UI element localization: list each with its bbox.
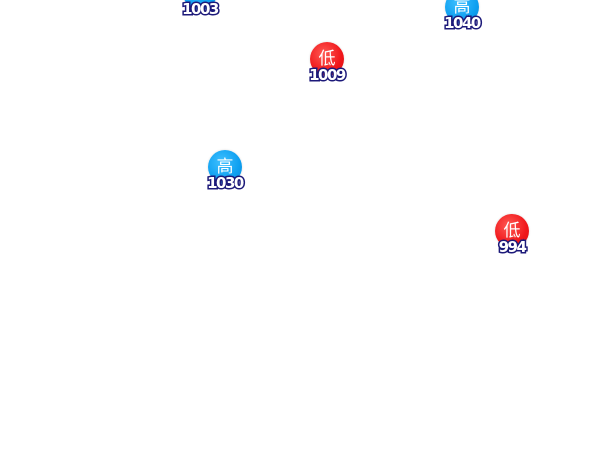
low-pressure-badge: 低 bbox=[495, 214, 529, 248]
pressure-value: 1003 bbox=[181, 0, 221, 20]
high-pressure-badge: 高 bbox=[208, 150, 242, 184]
pressure-value: 1040 bbox=[443, 13, 483, 34]
pressure-marker-994[interactable]: 低 994 bbox=[482, 214, 542, 258]
pressure-marker-1030[interactable]: 高 1030 bbox=[195, 150, 255, 194]
pressure-value: 1009 bbox=[308, 65, 348, 86]
pressure-marker-1003[interactable]: 1003 bbox=[170, 0, 230, 20]
pressure-value: 994 bbox=[497, 237, 528, 258]
pressure-marker-1040[interactable]: 高 1040 bbox=[432, 0, 492, 34]
low-pressure-badge: 低 bbox=[310, 42, 344, 76]
pressure-value: 1030 bbox=[206, 173, 246, 194]
pressure-marker-1009[interactable]: 低 1009 bbox=[297, 42, 357, 86]
high-pressure-badge bbox=[183, 0, 217, 10]
